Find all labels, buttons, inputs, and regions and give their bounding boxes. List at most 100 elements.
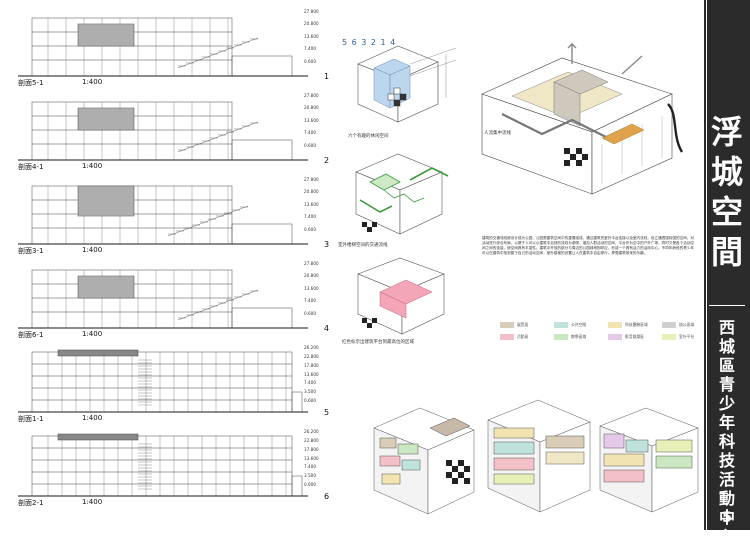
diagram-caption-3: 红色标示出建筑平台到最高位的区域 (342, 340, 414, 345)
title-sub-char: 科 (718, 432, 735, 451)
elevation-mark: 20.800 (304, 189, 319, 195)
main-axon-caption: 人流集中流线 (484, 131, 511, 136)
section-number: 3 (324, 240, 330, 249)
page-number: 5 (722, 510, 732, 526)
section-lines (18, 433, 308, 497)
title-sub-char: 青 (718, 375, 735, 394)
title-sub-char: 年 (718, 413, 735, 432)
section-number: 6 (324, 492, 330, 501)
diagram-caption-2: 室外楼梯空间的交通流线 (338, 243, 388, 248)
elevation-mark: 27.800 (304, 177, 319, 182)
section-label: 剖面2-1 (18, 499, 44, 507)
elevation-mark: 20.800 (304, 273, 319, 279)
elevation-mark: 0.600 (304, 482, 316, 488)
legend-item: 教學區域 (554, 334, 586, 340)
legend-item: 室外平台 (662, 334, 694, 340)
title-sub-char: 中 (718, 508, 735, 527)
elevation-mark: 27.800 (304, 261, 319, 266)
section-lines (18, 17, 308, 77)
title-sub-char: 城 (718, 337, 735, 356)
section-lines (18, 349, 308, 413)
elevation-mark: 7.400 (304, 298, 316, 304)
section-scale: 1:400 (82, 414, 103, 422)
axon-platform-drawing (357, 257, 445, 335)
title-sub-char: 區 (718, 356, 735, 375)
axon-levels-drawing (357, 45, 457, 123)
section-number: 1 (324, 72, 330, 81)
bottom-axon-1-drawing (373, 407, 475, 515)
section-scale: 1:400 (82, 498, 103, 506)
legend-label: 科技體驗區域 (625, 322, 648, 327)
title-main-char: 城 (710, 153, 743, 191)
legend-item: 活動區 (500, 334, 528, 340)
title-main-char: 間 (710, 233, 743, 271)
title-main-char: 空 (710, 193, 743, 231)
elevation-mark: 7.400 (304, 46, 316, 52)
legend-item: 辦公區域 (662, 322, 694, 328)
elevation-mark: 0.600 (304, 398, 316, 404)
elevation-mark: 22.800 (304, 437, 319, 443)
section-label: 剖面1-1 (18, 415, 44, 423)
section-lines (18, 185, 308, 245)
bottom-axon-3 (596, 400, 702, 516)
legend-swatch (554, 334, 568, 340)
section-scale: 1:400 (82, 162, 103, 170)
section-number: 4 (324, 324, 330, 333)
legend-swatch (500, 322, 514, 328)
elevation-mark: 7.400 (304, 214, 316, 220)
bottom-axon-2 (484, 392, 594, 516)
elevation-mark: 0.600 (304, 58, 316, 64)
legend-item: 影音娛樂區 (608, 334, 644, 340)
elevation-mark: 13.600 (304, 117, 319, 123)
elevation-mark: 22.800 (304, 353, 319, 359)
design-description: 建筑的交通流线被设计成为公园，公园是建筑空间中的重要组成。通过建筑的室外平台连接… (482, 236, 695, 255)
elevation-mark: 20.800 (304, 105, 319, 111)
elevation-mark: 7.400 (304, 130, 316, 136)
main-axonometric: 人流集中流线 (472, 24, 690, 224)
main-axon-drawing (481, 42, 684, 195)
section-scale: 1:400 (82, 330, 103, 338)
axon-diagram-levels: 5 6 3 2 1 4 六个有趣的休闲空间 (338, 34, 466, 139)
title-main-char: 浮 (710, 113, 743, 151)
elevation-mark: 26.200 (304, 429, 319, 434)
title-divider (709, 305, 745, 306)
legend-swatch (662, 334, 676, 340)
legend-label: 室外平台 (679, 334, 695, 339)
legend-label: 展覽區 (517, 322, 529, 327)
elevation-mark: 13.600 (304, 201, 319, 207)
section-number: 2 (324, 156, 330, 165)
legend-label: 辦公區域 (679, 322, 695, 327)
elevation-mark: 17.800 (304, 446, 319, 452)
title-sub-char: 西 (718, 318, 735, 337)
legend-item: 展覽區 (500, 322, 528, 328)
elevation-mark: 13.600 (304, 371, 319, 377)
elevation-mark: 7.400 (304, 464, 316, 470)
section-scale: 1:400 (82, 246, 103, 254)
elevation-mark: 0.600 (304, 310, 316, 316)
elevation-mark: 13.600 (304, 33, 319, 39)
axon-diagram-platform: 红色标示出建筑平台到最高位的区域 (340, 248, 466, 345)
legend-label: 教學區域 (571, 334, 587, 339)
bottom-axon-3-drawing (599, 407, 699, 513)
title-sub-char: 動 (718, 489, 735, 508)
legend-swatch (500, 334, 514, 340)
section-lines (18, 269, 308, 329)
section-label: 剖面4-1 (18, 163, 44, 171)
section-number: 5 (324, 408, 330, 417)
bottom-axon-2-drawing (487, 399, 591, 513)
elevation-mark: 7.400 (304, 380, 316, 386)
title-sub-char: 少 (718, 394, 735, 413)
title-sub-char: 活 (718, 470, 735, 489)
elevation-mark: 17.800 (304, 362, 319, 368)
legend-label: 公共空間 (571, 322, 587, 327)
project-title-main: 浮城空間 (707, 112, 747, 272)
legend-swatch (608, 322, 622, 328)
elevation-mark: 26.200 (304, 345, 319, 350)
legend-swatch (608, 334, 622, 340)
section-scale: 1:400 (82, 78, 103, 86)
sidebar-border-line (706, 0, 707, 530)
diagram-caption-1: 六个有趣的休闲空间 (348, 134, 389, 139)
